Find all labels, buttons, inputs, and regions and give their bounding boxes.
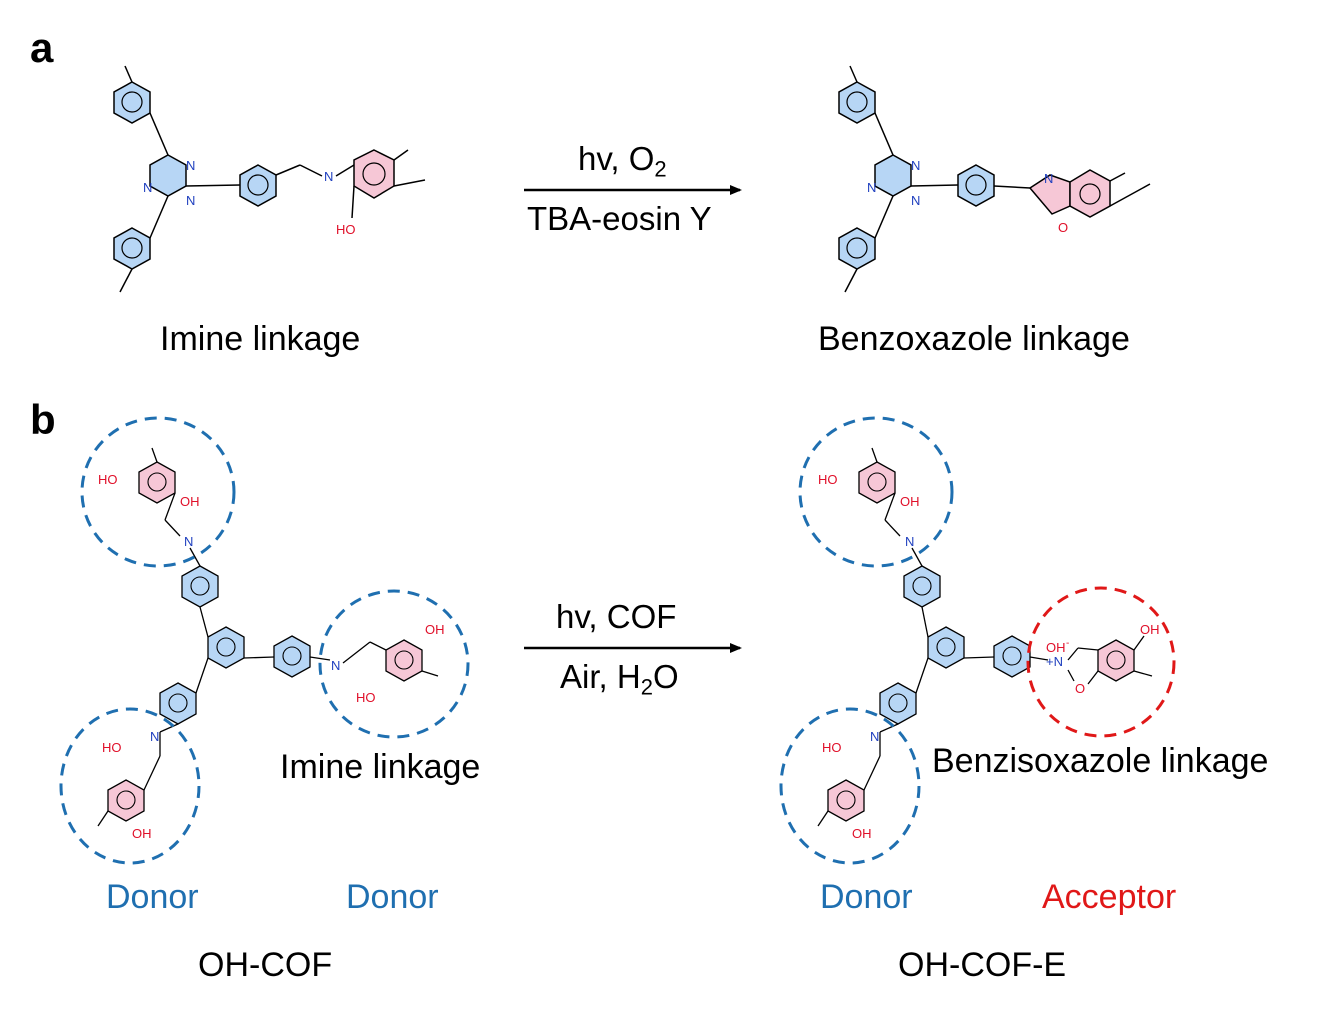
condition-a-top-text: hv, O: [578, 140, 655, 177]
donor-highlight: [80, 416, 236, 568]
triazine-n-top: N: [911, 158, 920, 173]
oh-cof-name: OH-COF: [198, 946, 333, 984]
hydroxyl-label: OH: [180, 494, 200, 509]
imine-linkage-inline-label: Imine linkage: [280, 748, 481, 786]
benzene-ring: [957, 164, 995, 207]
benzene-ring: [113, 81, 151, 124]
hydroxyl-label: HO: [356, 690, 376, 705]
hydroxyl-label: HO: [336, 222, 356, 237]
condition-b-bottom: Air, H2O: [560, 658, 679, 701]
benzisoxazole-linkage-inline-label: Benzisoxazole linkage: [932, 742, 1269, 780]
triazine-n-left: N: [867, 180, 876, 195]
dihydroxy-ring: [858, 461, 896, 504]
triazine-n-left: N: [143, 180, 152, 195]
imine-n-right: N: [331, 658, 340, 673]
central-benzene-ring: [927, 626, 965, 669]
benzene-ring: [838, 227, 876, 270]
dihydroxy-ring: [107, 779, 145, 822]
hydroxyl-label: OH: [132, 826, 152, 841]
hydroxyl-label: HO: [102, 740, 122, 755]
donor-label: Donor: [106, 878, 199, 916]
donor-highlight: [318, 589, 470, 739]
acceptor-highlight: [1026, 586, 1176, 738]
triazine-n-bottom: N: [186, 193, 195, 208]
condition-b-bottom-subscript: 2: [640, 674, 653, 700]
donor-highlight: [798, 416, 954, 568]
central-benzene-ring: [207, 626, 245, 669]
n-plus-label: +N: [1046, 654, 1063, 669]
minus-charge: -: [1066, 638, 1069, 649]
oh-cof-e-structure: [817, 447, 1153, 827]
oh-cof-e-name: OH-COF-E: [898, 946, 1067, 984]
benzene-ring: [903, 565, 941, 608]
reactant-caption: Imine linkage: [160, 320, 361, 358]
benzene-ring: [113, 227, 151, 270]
product-caption: Benzoxazole linkage: [818, 320, 1130, 358]
hydroxyl-label: OH: [1140, 622, 1160, 637]
condition-a-top-subscript: 2: [654, 156, 667, 182]
condition-b-top: hv, COF: [556, 598, 677, 635]
donor-label: Donor: [820, 878, 913, 916]
condition-a-bottom: TBA-eosin Y: [527, 200, 712, 237]
condition-a-top: hv, O2: [578, 140, 667, 183]
isoxazole-o: O: [1075, 681, 1085, 696]
hydroxyl-label: OH: [425, 622, 445, 637]
oxazole-n: N: [1044, 171, 1053, 186]
imine-n-top: N: [905, 534, 914, 549]
donor-highlight: [59, 707, 201, 865]
hydroxyl-label: HO: [98, 472, 118, 487]
acceptor-label: Acceptor: [1042, 878, 1177, 916]
triazine-n-top: N: [186, 158, 195, 173]
imine-n: N: [324, 169, 333, 184]
oh-cof-structure: [97, 447, 439, 827]
condition-b-bottom-post: O: [652, 658, 679, 695]
benzene-ring: [838, 81, 876, 124]
condition-b-bottom-pre: Air, H: [560, 658, 641, 695]
imine-n-bottom: N: [870, 729, 879, 744]
benzene-ring: [239, 164, 277, 207]
hydroxyl-label: OH: [852, 826, 872, 841]
triazine-n-bottom: N: [911, 193, 920, 208]
benzene-ring: [181, 565, 219, 608]
benzisoxazole-ring: [1097, 639, 1135, 682]
aminophenol-ring: [353, 149, 395, 199]
benzene-ring: [993, 635, 1031, 678]
oxazole-o: O: [1058, 220, 1068, 235]
benzene-ring: [159, 682, 197, 725]
hydroxyl-label: HO: [818, 472, 838, 487]
benzene-ring: [273, 635, 311, 678]
triazine-ring: [149, 154, 187, 197]
donor-highlight: [779, 707, 921, 865]
imine-n-bottom: N: [150, 729, 159, 744]
panel-label-a: a: [30, 24, 54, 71]
imine-n-top: N: [184, 534, 193, 549]
dihydroxy-ring: [827, 779, 865, 822]
dihydroxy-ring: [385, 639, 423, 682]
triazine-ring: [874, 154, 912, 197]
panel-label-b: b: [30, 396, 56, 443]
benzene-ring: [879, 682, 917, 725]
fused-benzene-ring: [1069, 169, 1111, 218]
oh-minus-label: OH: [1046, 640, 1066, 655]
dihydroxy-ring: [138, 461, 176, 504]
hydroxyl-label: HO: [822, 740, 842, 755]
hydroxyl-label: OH: [900, 494, 920, 509]
benzoxazole-linkage-structure: [838, 65, 1151, 293]
imine-linkage-structure: [113, 65, 426, 293]
donor-label: Donor: [346, 878, 439, 916]
